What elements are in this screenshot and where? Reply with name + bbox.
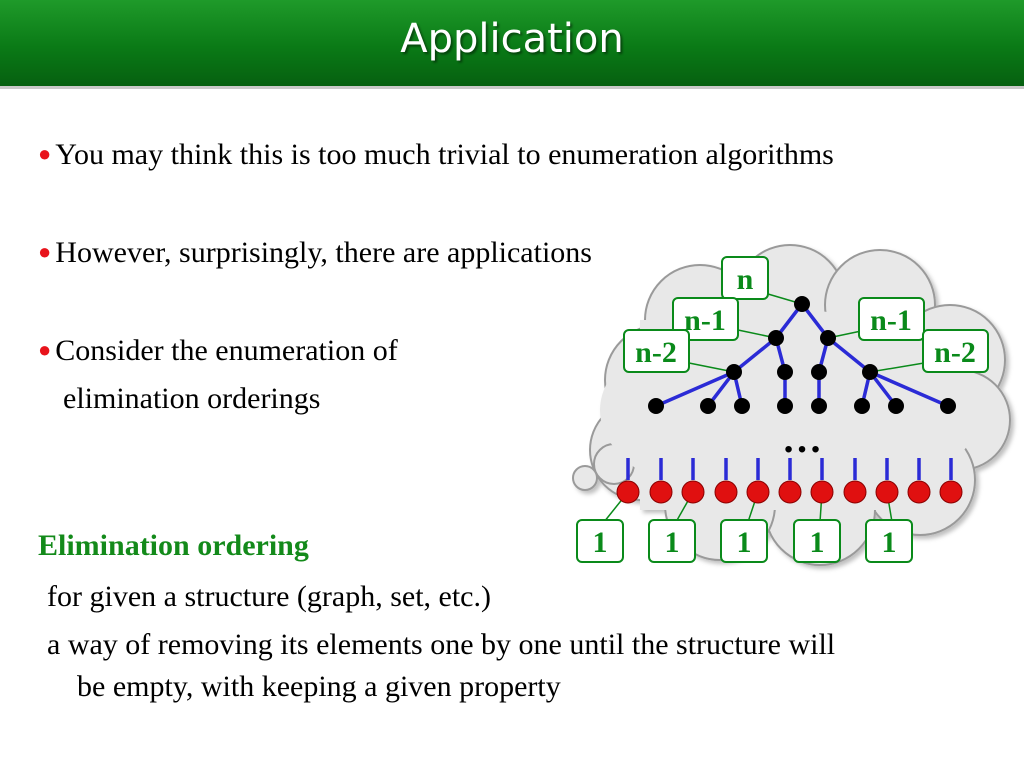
leaf-node [746,480,770,504]
bullet-1-text: You may think this is too much trivial t… [55,138,834,171]
leaf-label: 1 [882,526,897,559]
node-label-boxes [623,256,989,373]
tree-node [777,398,793,414]
leaf-nodes [616,480,963,504]
leaf-node [714,480,738,504]
tree-nodes [648,296,956,414]
definition-heading: Elimination ordering [38,529,309,562]
definition-line-1: for given a structure (graph, set, etc.) [47,580,491,613]
label-n-1-right: n-1 [870,304,912,337]
tree-node [700,398,716,414]
tree-node [940,398,956,414]
bullet-2: ●However, surprisingly, there are applic… [38,234,592,271]
leaf-node [616,480,640,504]
slide-title: Application [400,16,624,62]
leaf-node [939,480,963,504]
bullet-2-text: However, surprisingly, there are applica… [55,236,592,269]
definition-line-2: a way of removing its elements one by on… [47,628,836,661]
label-n-2-left: n-2 [635,336,677,369]
leaf-node [843,480,867,504]
tree-node [854,398,870,414]
tree-node [734,398,750,414]
leaf-node [681,480,705,504]
leaf-node [907,480,931,504]
tree-node [768,330,784,346]
tree-node [820,330,836,346]
bullet-dot: ● [38,141,52,166]
tree-node [777,364,793,380]
label-n-2-right: n-2 [934,336,976,369]
definition-line-3: be empty, with keeping a given property [77,670,561,703]
leaf-node [875,480,899,504]
title-bar: Application [0,0,1024,89]
leaf-label: 1 [737,526,752,559]
bullet-1: ●You may think this is too much trivial … [38,136,834,173]
bullet-3: ●Consider the enumeration of [38,332,398,369]
tree-node [811,364,827,380]
tree-node [648,398,664,414]
bullet-3-text: Consider the enumeration of [55,334,398,367]
label-n: n [737,263,754,296]
leaf-node [778,480,802,504]
ellipsis: … [782,416,822,461]
leaf-stubs [626,458,953,480]
leaf-label: 1 [593,526,608,559]
leaf-label-boxes [576,519,913,563]
leaf-label: 1 [665,526,680,559]
label-n-1-left: n-1 [684,304,726,337]
tree-node [862,364,878,380]
tree-node [888,398,904,414]
bullet-dot: ● [38,239,52,264]
leaf-label: 1 [810,526,825,559]
tree-node [811,398,827,414]
leaf-node [810,480,834,504]
leaf-node [649,480,673,504]
tree-node [794,296,810,312]
tree-node [726,364,742,380]
bullet-dot: ● [38,337,52,362]
bullet-3-continuation: elimination orderings [63,382,321,415]
